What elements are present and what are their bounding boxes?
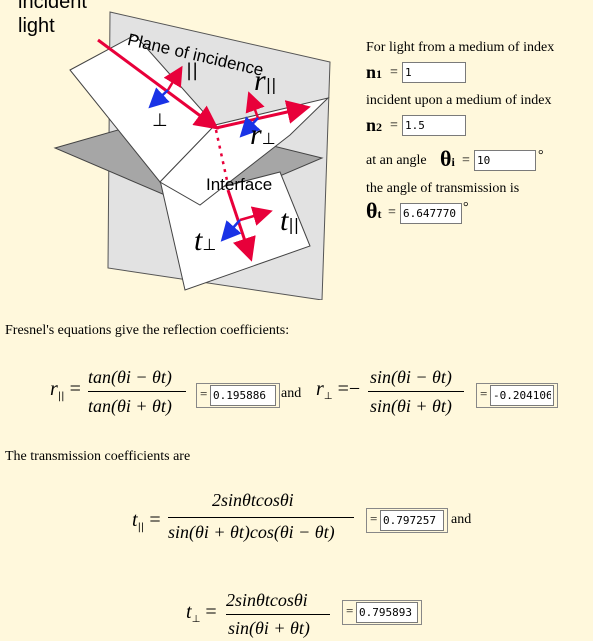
t-par-output-equals: = (370, 511, 378, 526)
fresnel-diagram (53, 11, 331, 300)
t-parallel-letter: t (280, 204, 289, 237)
t-perp-eq-equals: = (205, 601, 217, 623)
r-par-eq-equals: = (69, 378, 81, 400)
t-perp-sub: ⊥ (202, 235, 217, 254)
transmitted-par-arrow (239, 206, 273, 226)
theta-t-degree: ° (463, 200, 469, 215)
r-par-output-equals: = (200, 386, 208, 401)
t-perp-label: t⊥ (194, 224, 216, 258)
t-par-fraction-bar (168, 517, 354, 518)
controls-line4: the angle of transmission is (366, 181, 520, 196)
theta-i-input[interactable] (474, 150, 536, 171)
n1-input[interactable] (402, 62, 466, 83)
n1-sub: 1 (376, 67, 383, 81)
t-perp-output[interactable] (356, 602, 418, 623)
reflection-intro: Fresnel's equations give the reflection … (5, 323, 290, 338)
incident-perp-arrow (148, 87, 170, 109)
t-par-eq-label: t|| = (132, 509, 161, 533)
incident-label-line1: incident (18, 0, 87, 13)
r-parallel-letter: r (254, 64, 266, 97)
r-par-fraction-bar (88, 391, 186, 392)
theta-i-degree: ° (538, 148, 544, 163)
t-perp-eq-label: t⊥ = (186, 601, 217, 625)
incident-label: incident light (18, 0, 87, 36)
controls-line3: at an angle (366, 153, 427, 168)
controls-line2: incident upon a medium of index (366, 93, 552, 108)
t-par-numerator: 2sinθtcosθi (212, 490, 294, 510)
r-parallel-sub: || (265, 75, 277, 94)
theta-i-letter: θ (440, 146, 452, 171)
theta-i-label: θi (440, 146, 455, 172)
t-parallel-sub: || (288, 215, 300, 234)
transmitted-perp-arrow (220, 219, 242, 242)
theta-i-sub: i (451, 155, 455, 169)
r-perp-letter: r (250, 118, 262, 151)
theta-t-sub: t (377, 207, 382, 221)
r-par-eq-label: r|| = (50, 378, 81, 402)
r-par-output[interactable] (210, 385, 276, 406)
interface-label: Interface (206, 175, 273, 194)
t-perp-denominator: sin(θi + θt) (228, 618, 310, 638)
n2-letter: n (366, 115, 377, 135)
incident-label-line2: light (18, 15, 55, 37)
r-par-eq-sub: || (57, 391, 65, 402)
reflected-perp-arrow (239, 116, 261, 138)
r-and-label: and (281, 386, 302, 401)
n2-input[interactable] (402, 115, 466, 136)
n1-letter: n (366, 62, 377, 82)
theta-t-letter: θ (366, 198, 378, 223)
r-perp-label: r⊥ (250, 118, 276, 152)
n2-label: n2 (366, 115, 382, 136)
r-perp-sub: ⊥ (261, 129, 276, 148)
t-perp-numerator: 2sinθtcosθi (226, 590, 308, 610)
r-par-denominator: tan(θi + θt) (88, 396, 172, 416)
r-perp-eq-letter: r (316, 378, 324, 400)
t-par-output[interactable] (380, 510, 444, 531)
t-perp-output-equals: = (346, 603, 354, 618)
r-perp-minus: − (348, 378, 361, 400)
normal-line (214, 129, 230, 186)
t-perp-eq-sub: ⊥ (191, 614, 201, 625)
theta-t-equals: = (388, 205, 396, 220)
incident-ray (97, 38, 219, 130)
t-par-eq-equals: = (149, 509, 161, 531)
reflected-par-arrow (245, 91, 265, 119)
r-perp-output-equals: = (480, 386, 488, 401)
t-par-denominator: sin(θi + θt)cos(θi − θt) (168, 522, 335, 542)
r-perp-eq-sub: ⊥ (323, 391, 333, 402)
t-par-eq-sub: || (137, 522, 145, 533)
r-perp-denominator: sin(θi + θt) (370, 396, 452, 416)
t-par-eq-letter: t (132, 509, 138, 531)
t-and-label: and (451, 512, 472, 527)
r-perp-eq-equals: = (337, 378, 349, 400)
incident-par-arrow (163, 65, 183, 91)
theta-t-output[interactable] (400, 203, 462, 224)
t-perp-eq-letter: t (186, 601, 192, 623)
r-parallel-label: r|| (254, 64, 276, 98)
r-perp-fraction-bar (368, 391, 464, 392)
n2-equals: = (390, 118, 398, 133)
r-perp-output[interactable] (490, 385, 554, 406)
controls-line1: For light from a medium of index (366, 40, 555, 55)
t-perp-letter: t (194, 224, 203, 257)
n1-label: n1 (366, 62, 382, 83)
r-perp-eq-label: r⊥ =− (316, 378, 360, 402)
r-perp-numerator: sin(θi − θt) (370, 367, 452, 387)
n1-equals: = (390, 65, 398, 80)
r-par-numerator: tan(θi − θt) (88, 367, 172, 387)
incident-perp-mark: ⊥ (152, 110, 168, 131)
theta-t-label: θt (366, 198, 381, 224)
transmission-intro: The transmission coefficients are (5, 449, 191, 464)
r-par-eq-letter: r (50, 378, 58, 400)
t-parallel-label: t|| (280, 204, 299, 238)
theta-i-equals: = (462, 153, 470, 168)
t-perp-fraction-bar (226, 614, 330, 615)
incident-par-mark: || (186, 60, 199, 81)
n2-sub: 2 (376, 120, 383, 134)
